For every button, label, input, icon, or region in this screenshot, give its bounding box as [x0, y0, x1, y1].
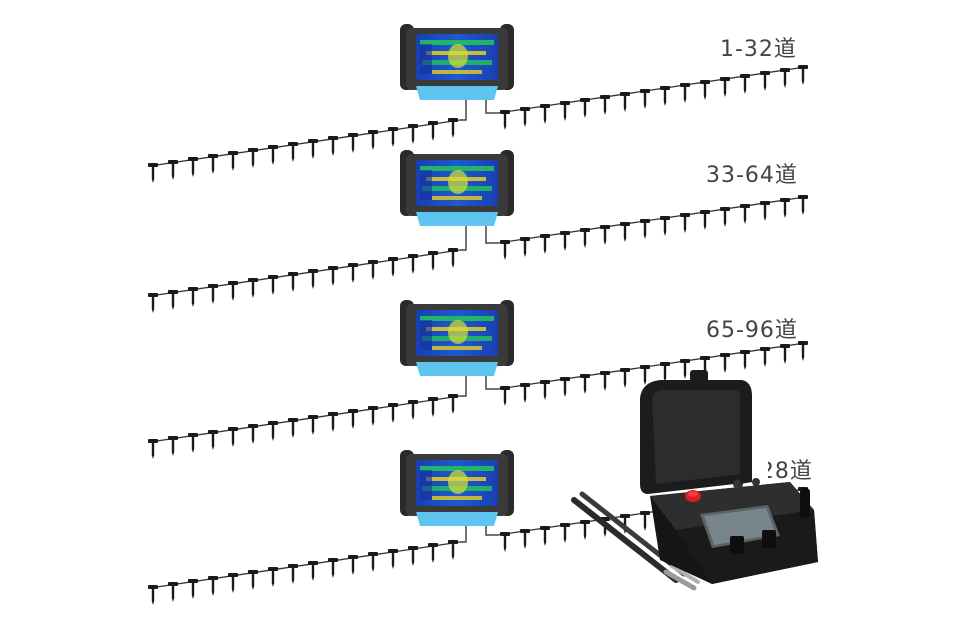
- spread-row-1: [148, 24, 808, 183]
- geophones-left: [148, 394, 458, 459]
- channel-label-2: 33-64道: [706, 163, 798, 188]
- channel-label-3: 65-96道: [706, 318, 798, 343]
- channel-label-1: 1-32道: [720, 37, 797, 62]
- geophones-right: [500, 195, 808, 260]
- recorder-4: [400, 450, 514, 526]
- hard-case-instrument-icon: [571, 370, 818, 591]
- recorder-1: [400, 24, 514, 100]
- spread-row-2: [148, 150, 808, 313]
- channel-label-4: 97-128道: [706, 459, 813, 484]
- spread-row-3: [148, 300, 808, 459]
- recorder-2: [400, 150, 514, 226]
- recorder-3: [400, 300, 514, 376]
- geophones-left: [148, 540, 458, 605]
- geophones-right: [500, 65, 808, 130]
